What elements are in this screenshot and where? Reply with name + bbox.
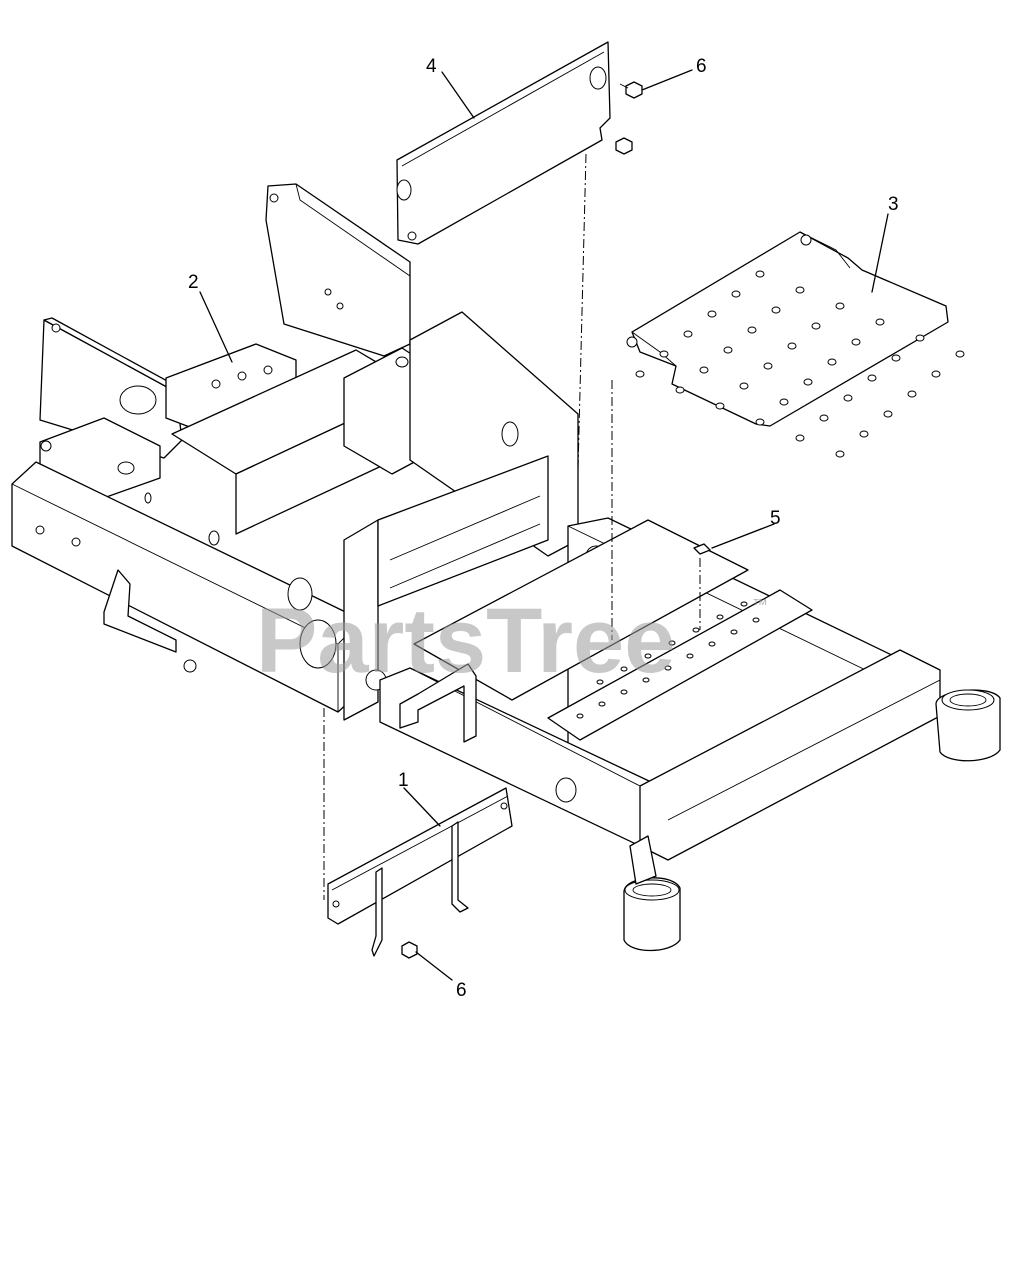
part-6-bolt-lower[interactable]: [401, 941, 418, 959]
watermark-trademark: ™: [752, 597, 768, 614]
plate-hole: [763, 362, 773, 370]
main-frame: [11, 183, 1001, 952]
part-4-cover-plate[interactable]: [396, 41, 611, 245]
plate-hole: [795, 434, 805, 442]
callout-3: 3: [888, 194, 899, 215]
plate-hole: [755, 418, 765, 426]
plate-slot: [752, 617, 760, 623]
plate-hole: [835, 302, 845, 310]
plate-hole: [659, 350, 669, 358]
plate-slot: [740, 601, 748, 607]
plate-slot: [598, 701, 606, 707]
plate-hole: [859, 430, 869, 438]
part-1-lower-bracket[interactable]: [327, 787, 513, 957]
plate-hole: [707, 310, 717, 318]
plate-hole: [835, 450, 845, 458]
plate-hole: [723, 346, 733, 354]
plate-slot: [644, 653, 652, 659]
part-3-foot-plate[interactable]: [626, 231, 965, 458]
plate-hole: [779, 398, 789, 406]
callout-6-lower: 6: [456, 980, 467, 1001]
callout-6-upper: 6: [696, 56, 707, 77]
alignment-lines: [323, 153, 701, 900]
plate-hole: [795, 286, 805, 294]
leader-lines: [199, 69, 889, 981]
watermark: PartsTree ™: [256, 590, 768, 692]
plate-slot: [664, 665, 672, 671]
plate-hole: [931, 370, 941, 378]
plate-hole: [747, 326, 757, 334]
callout-4: 4: [426, 56, 437, 77]
callout-1: 1: [398, 770, 409, 791]
plate-hole: [715, 402, 725, 410]
plate-hole: [915, 334, 925, 342]
plate-hole: [955, 350, 965, 358]
callouts: 1 2 3 4 5 6 6: [188, 56, 899, 1001]
plate-slot: [642, 677, 650, 683]
plate-slot: [620, 666, 628, 672]
plate-slot: [708, 641, 716, 647]
plate-hole: [755, 270, 765, 278]
plate-hole: [827, 358, 837, 366]
plate-slot: [596, 679, 604, 685]
part-5-spacer: [693, 543, 711, 555]
plate-hole: [635, 370, 645, 378]
plate-hole: [811, 322, 821, 330]
plate-hole: [731, 290, 741, 298]
plate-hole: [851, 338, 861, 346]
plate-hole: [771, 306, 781, 314]
plate-slot: [730, 629, 738, 635]
plate-hole: [843, 394, 853, 402]
plate-hole: [699, 366, 709, 374]
callout-2: 2: [188, 272, 199, 293]
plate-slot: [716, 614, 724, 620]
plate-hole: [739, 382, 749, 390]
plate-hole: [907, 390, 917, 398]
plate-hole: [875, 318, 885, 326]
plate-slot: [668, 640, 676, 646]
plate-hole: [883, 410, 893, 418]
plate-hole: [683, 330, 693, 338]
plate-slot: [692, 627, 700, 633]
plate-hole: [787, 342, 797, 350]
plate-slot: [576, 713, 584, 719]
part-6-bolt-upper[interactable]: [615, 81, 643, 155]
plate-slot: [686, 653, 694, 659]
plate-hole: [803, 378, 813, 386]
plate-hole: [867, 374, 877, 382]
plate-hole: [819, 414, 829, 422]
watermark-text: PartsTree: [256, 590, 675, 692]
plate-hole: [891, 354, 901, 362]
plate-hole: [675, 386, 685, 394]
plate-slot: [620, 689, 628, 695]
callout-5: 5: [770, 508, 781, 529]
